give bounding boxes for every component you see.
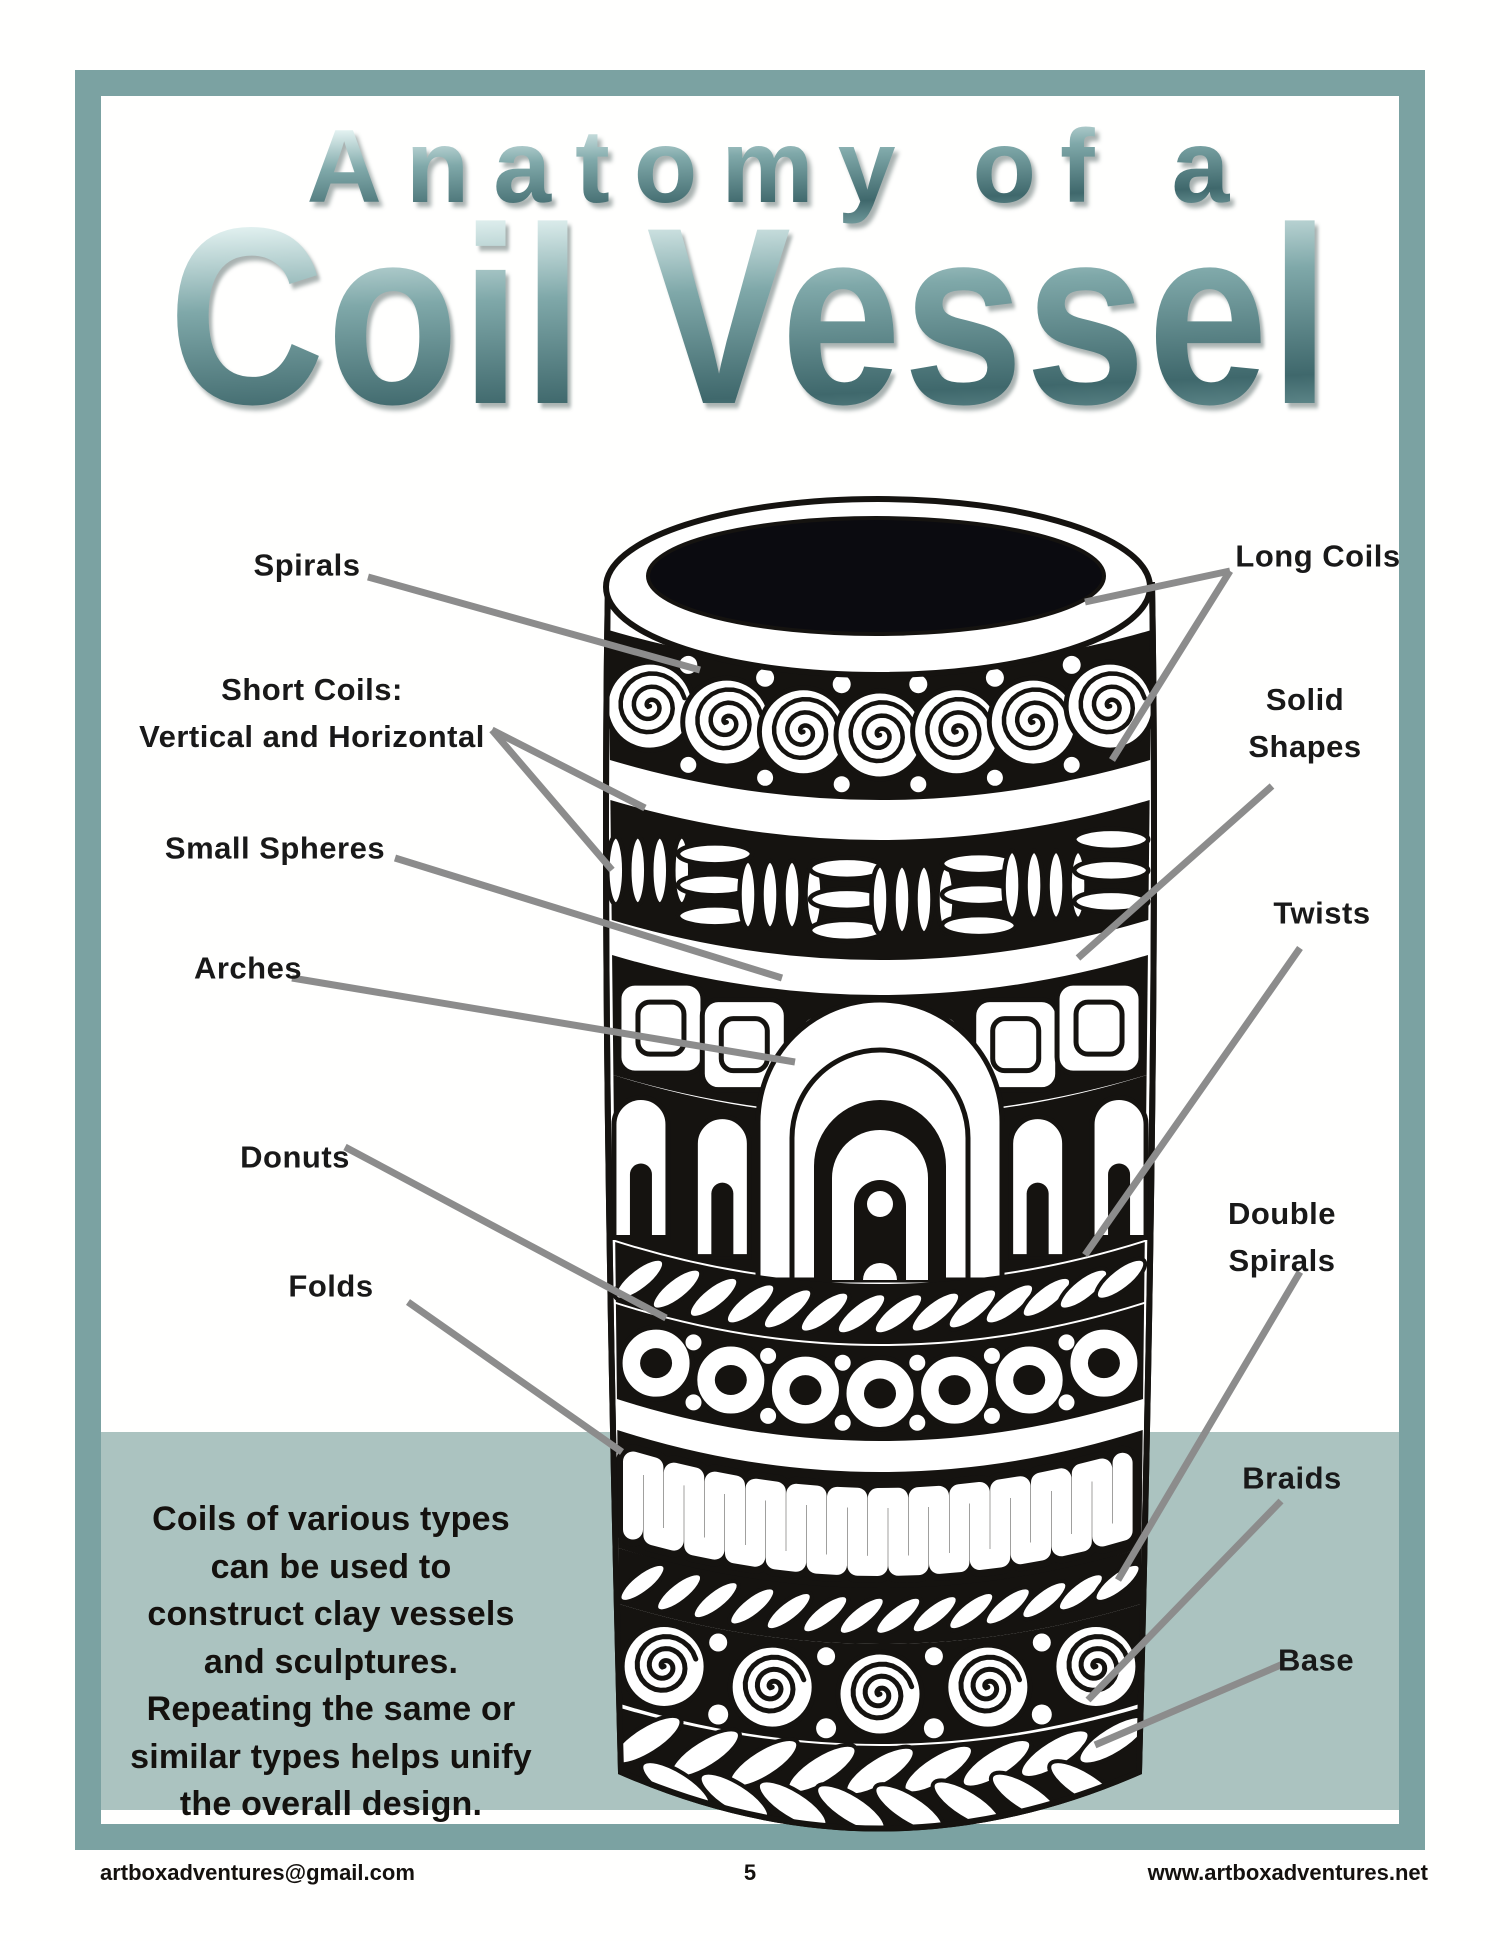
label-base: Base <box>1277 1642 1355 1678</box>
footer: artboxadventures@gmail.com 5 www.artboxa… <box>0 1860 1500 1900</box>
label-folds: Folds <box>288 1268 374 1304</box>
coil-vessel-illustration <box>603 496 1157 1832</box>
border-frame <box>75 70 1425 1850</box>
label-spirals: Spirals <box>253 547 361 583</box>
label-twists: Twists <box>1273 895 1371 931</box>
info-text: Coils of various types can be used to co… <box>130 1500 532 1823</box>
label-braids: Braids <box>1242 1460 1342 1496</box>
label-small-spheres: Small Spheres <box>164 830 386 866</box>
footer-website: www.artboxadventures.net <box>1147 1860 1428 1885</box>
label-long-coils: Long Coils <box>1235 538 1401 574</box>
footer-page-number: 5 <box>743 1860 757 1885</box>
label-solid-shapes: Solid Shapes <box>1248 682 1362 764</box>
label-short-coils: Short Coils: Vertical and Horizontal <box>139 672 485 754</box>
footer-email: artboxadventures@gmail.com <box>100 1860 415 1885</box>
label-double-spirals: Double Spirals <box>1227 1196 1337 1278</box>
label-arches: Arches <box>193 950 303 986</box>
title-line-1: Anatomy of a <box>247 108 1254 227</box>
label-donuts: Donuts <box>240 1139 350 1175</box>
title-line-2: Coil Vessel <box>168 172 1331 461</box>
